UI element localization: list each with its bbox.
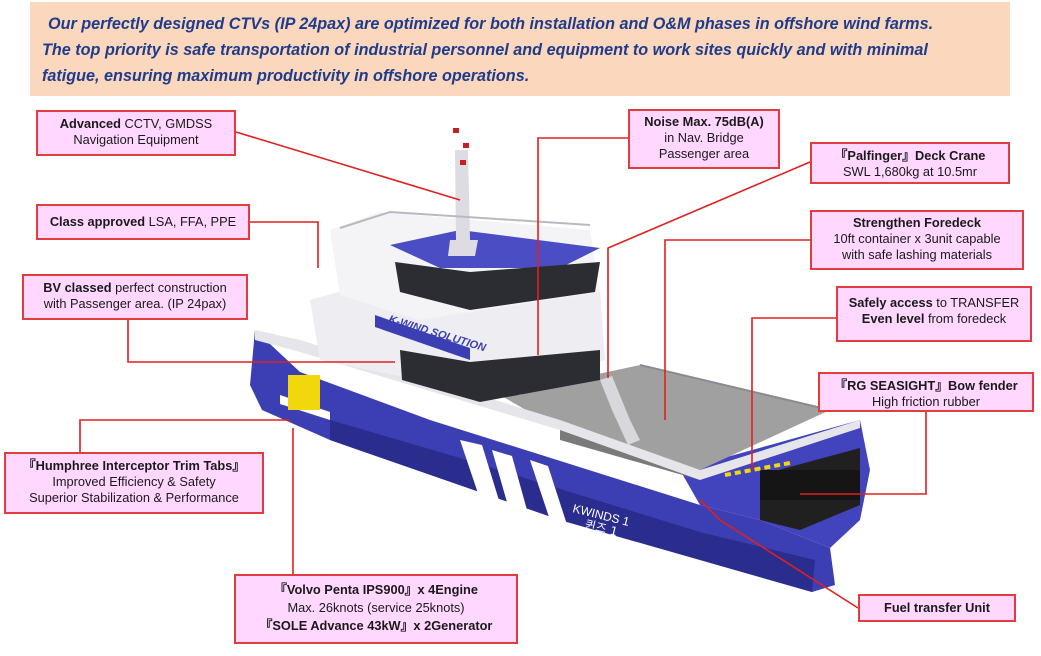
callout-foredeck: Strengthen Foredeck 10ft container x 3un… xyxy=(810,210,1024,270)
side-hazard-panel xyxy=(288,375,320,410)
hull-stripe-1 xyxy=(460,440,505,520)
bow-fender xyxy=(760,470,860,500)
banner-line-2: The top priority is safe transportation … xyxy=(42,41,928,59)
banner-line-3: fatigue, ensuring maximum productivity i… xyxy=(42,67,530,85)
callout-bv-classed: BV classed perfect construction with Pas… xyxy=(22,274,248,320)
callout-fuel-transfer: Fuel transfer Unit xyxy=(858,594,1016,622)
palfinger-crane xyxy=(600,376,640,445)
callout-humphree: 『Humphree Interceptor Trim Tabs』 Improve… xyxy=(4,452,264,514)
banner-line-1: Our perfectly designed CTVs (IP 24pax) a… xyxy=(48,15,934,33)
hull-stripe-2 xyxy=(492,450,532,528)
callout-class-approved: Class approved LSA, FFA, PPE xyxy=(36,204,250,240)
cabin-blue-band xyxy=(375,315,470,360)
callout-noise: Noise Max. 75dB(A) in Nav. Bridge Passen… xyxy=(628,109,780,169)
upper-railing xyxy=(339,210,591,229)
cabin-windows xyxy=(400,350,600,402)
mast-light-1 xyxy=(453,128,459,133)
mast-light-3 xyxy=(460,160,466,165)
callout-cctv: Advanced CCTV, GMDSS Navigation Equipmen… xyxy=(36,110,236,156)
intro-banner: Our perfectly designed CTVs (IP 24pax) a… xyxy=(30,2,1010,96)
callout-volvo: 『Volvo Penta IPS900』x 4Engine Max. 26kno… xyxy=(234,574,518,644)
mast-light-2 xyxy=(463,143,469,148)
hull-stripe-4 xyxy=(530,460,572,540)
callout-seasight: 『RG SEASIGHT』Bow fender High friction ru… xyxy=(818,372,1034,412)
hull-keel xyxy=(330,420,815,592)
hull-side xyxy=(250,330,835,592)
mast xyxy=(448,150,478,256)
callout-safely-access: Safely access to TRANSFER Even level fro… xyxy=(836,286,1032,342)
callout-palfinger: 『Palfinger』Deck Crane SWL 1,680kg at 10.… xyxy=(810,142,1010,184)
